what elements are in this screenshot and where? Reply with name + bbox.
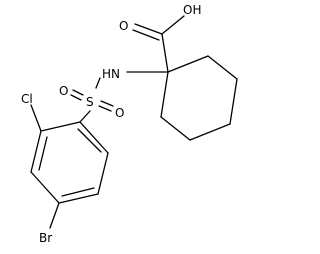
bond-c2-c3 (207, 55, 238, 80)
benzene-ring (30, 121, 109, 204)
bond-s-o-right-b (98, 105, 112, 112)
atom-label-cl: Cl (21, 92, 33, 106)
atom-label-br: Br (39, 231, 52, 245)
bond-ar2-ar3-inner (38, 136, 48, 171)
carboxylic-acid-group (132, 15, 185, 73)
bond-ar1-ar2 (40, 121, 81, 132)
atom-label-o-sulfonyl-left: O (59, 84, 68, 98)
atom-label-oh: OH (183, 3, 201, 17)
bond-ar-cl (30, 104, 42, 132)
bond-c4-c5 (189, 123, 231, 141)
chemical-structure-diagram: OH O HN S O O Cl Br (21, 3, 238, 245)
bond-ar6-ar1 (79, 121, 109, 154)
bond-s-o-left-a (72, 89, 84, 96)
atom-label-s: S (86, 95, 94, 109)
bond-n-s (95, 77, 101, 89)
atom-label-o-carbonyl: O (119, 19, 128, 33)
bond-c-o-double-b (132, 29, 160, 41)
bond-c1-cooh (161, 33, 169, 73)
bond-s-o-left-b (70, 94, 82, 101)
bond-s-o-right-a (100, 100, 114, 107)
atom-label-nh: HN (102, 67, 120, 81)
cyclohexane-ring (160, 55, 238, 141)
bond-c5-c6 (160, 116, 191, 141)
bond-ar4-ar5-inner (61, 187, 95, 197)
bond-c1-c2 (167, 55, 209, 73)
bond-ar3-ar4 (30, 171, 60, 204)
bond-c6-c1 (160, 71, 169, 118)
bond-ar-br (49, 202, 60, 229)
sulfonyl-group (70, 89, 114, 123)
bond-s-ring (79, 110, 91, 123)
bond-c-o-double-a (134, 23, 163, 35)
bond-c-oh (161, 15, 185, 35)
bond-ar6-ar1-inner (77, 128, 102, 153)
atom-label-o-sulfonyl-right: O (115, 106, 124, 120)
bond-ar2-ar3 (30, 130, 42, 173)
bond-c3-c4 (229, 78, 238, 125)
bond-ar4-ar5 (58, 193, 99, 204)
bond-ar5-ar6 (97, 152, 109, 195)
